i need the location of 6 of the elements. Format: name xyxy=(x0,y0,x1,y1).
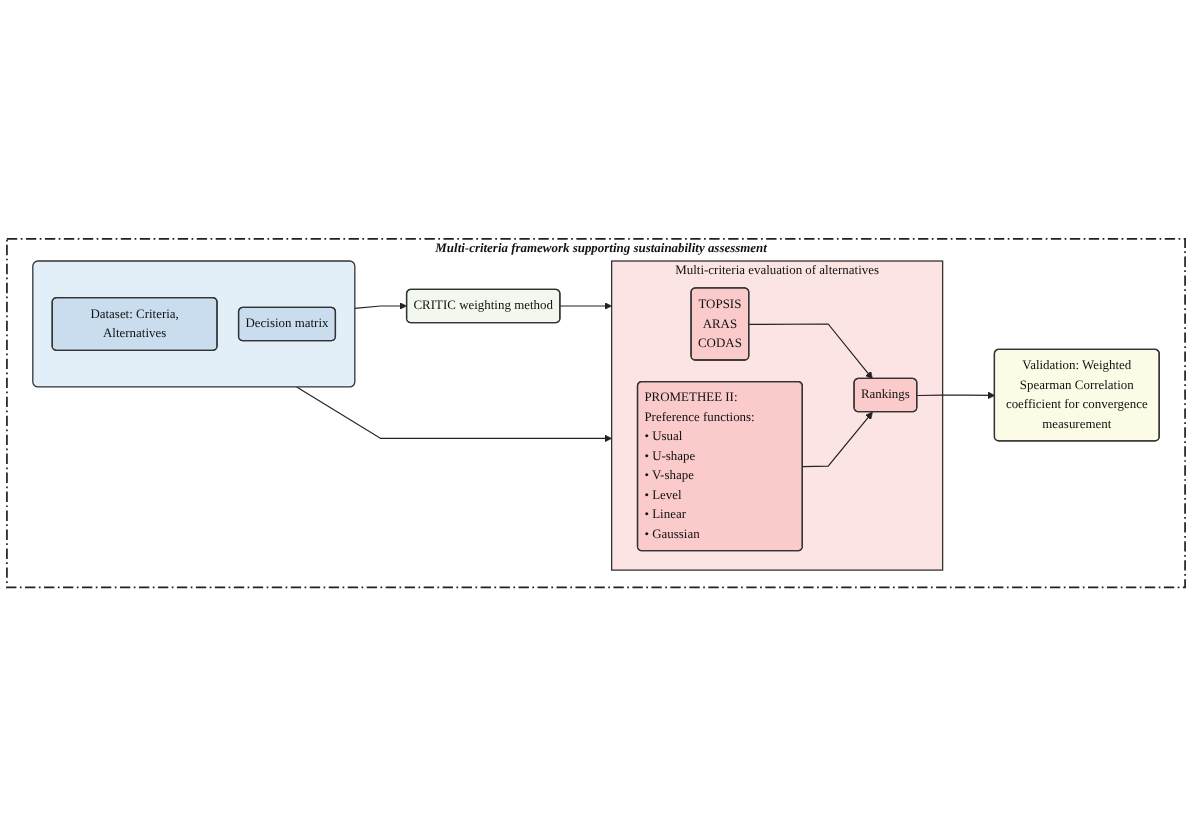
arrow xyxy=(296,386,612,443)
arrow xyxy=(916,391,996,400)
arrow xyxy=(802,411,873,468)
arrow xyxy=(748,323,873,380)
arrow xyxy=(559,302,612,310)
arrow xyxy=(354,302,407,310)
